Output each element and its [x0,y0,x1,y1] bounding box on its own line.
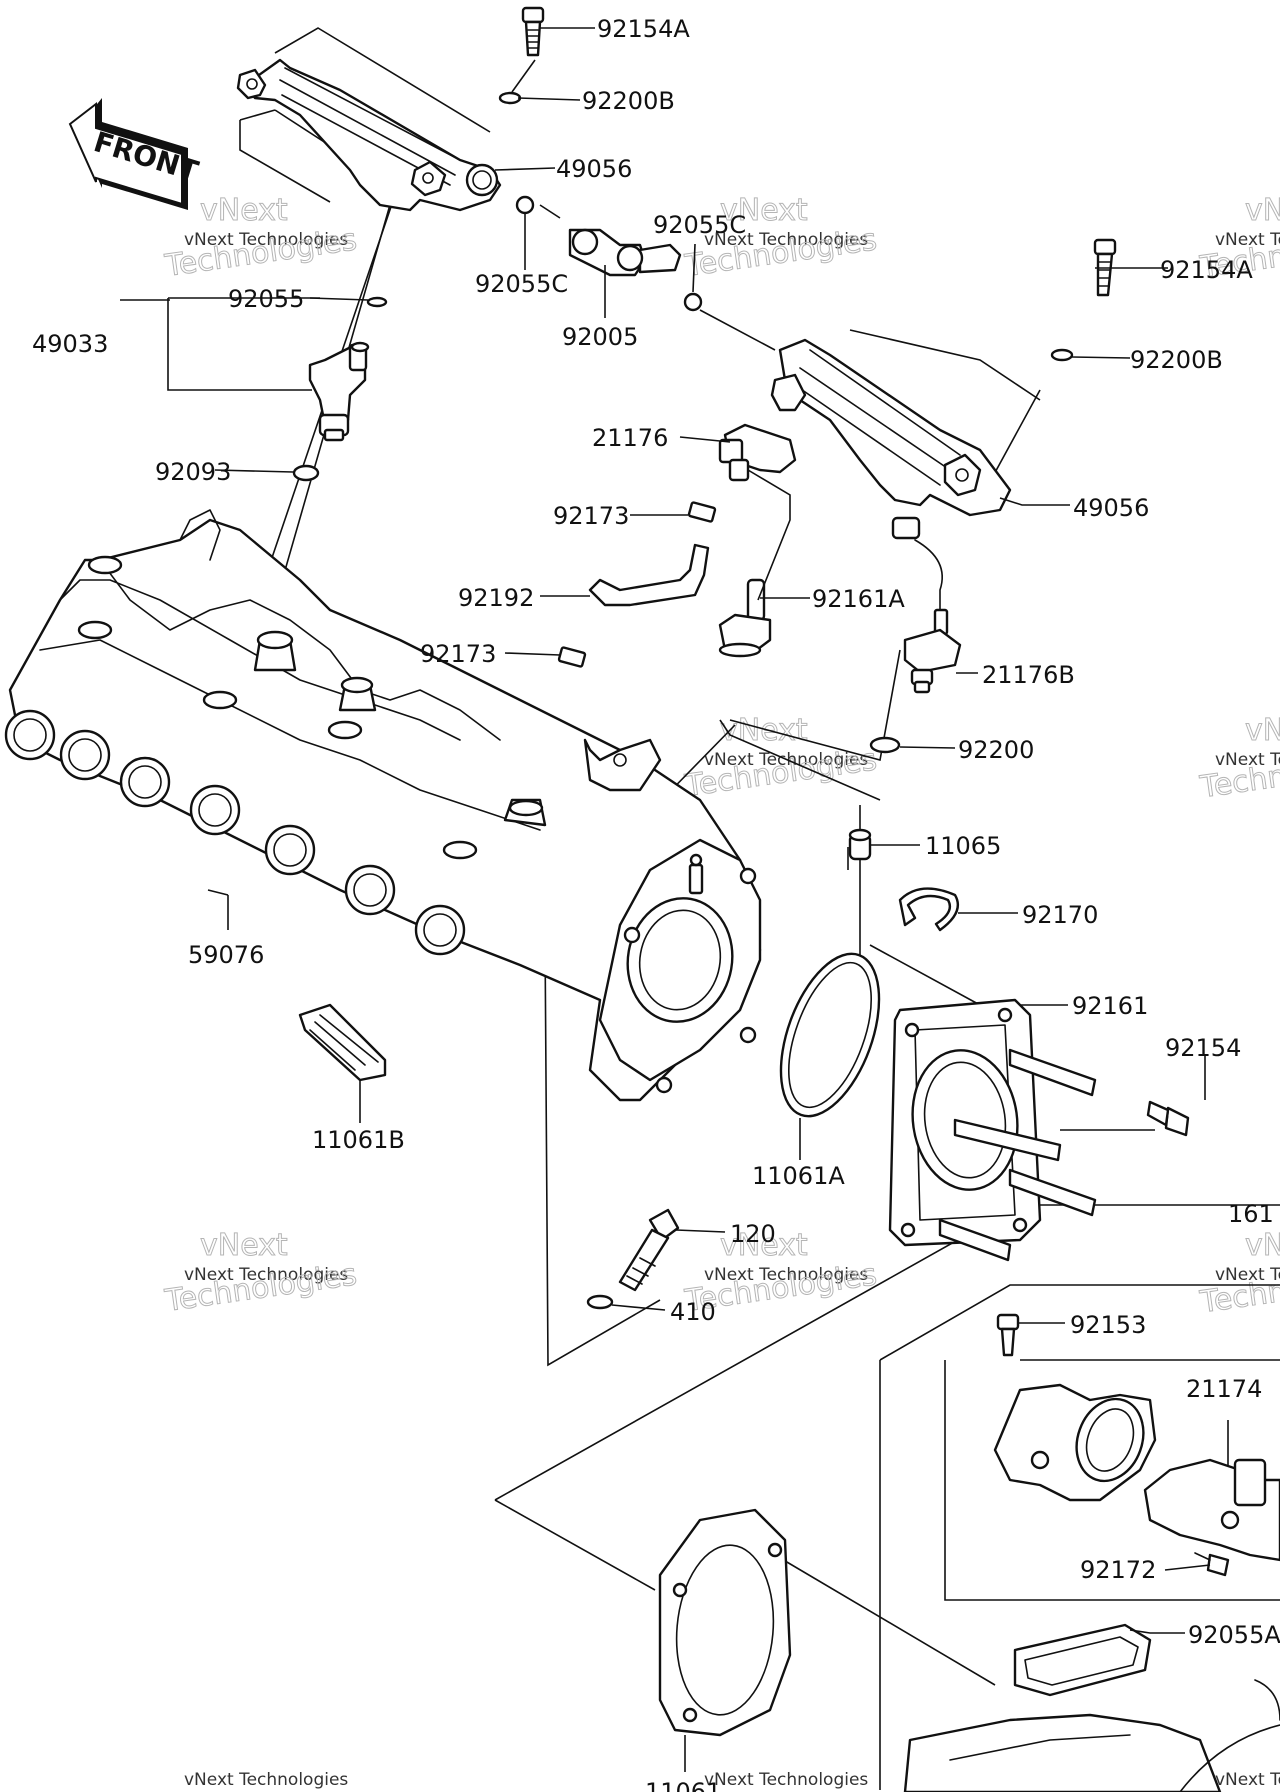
label-11061B: 11061B [312,1126,405,1154]
watermark-line1: vNext [200,1228,288,1263]
injector-49033 [308,341,370,442]
label-92161: 92161 [1072,992,1148,1020]
watermark-line1: vNext [1245,713,1280,748]
oring-11061A [779,952,881,1118]
intake-manifold [4,509,762,1102]
oring-92055 [366,296,388,308]
clamp-92173-b [557,646,587,668]
label-410: 410 [670,1298,716,1326]
front-arrow-icon: FRONT [68,98,202,210]
gasket-92055A [1013,1623,1152,1697]
sensor-21176B [891,516,962,694]
label-92055C-b: 92055C [475,270,568,298]
screw-92172 [1194,1552,1230,1577]
label-21174: 21174 [1186,1375,1262,1403]
spacer-92161 [888,998,1097,1262]
hose-92192 [588,543,710,607]
label-92093: 92093 [155,458,231,486]
bolt-92154 [1146,1100,1190,1137]
oring-bottom [1254,1679,1280,1721]
label-11065: 11065 [925,832,1001,860]
cap-11065 [848,828,872,861]
washer-92200B-top [498,91,522,105]
watermark-line1: vNext [1245,1228,1280,1263]
label-92200B-top: 92200B [582,87,675,115]
label-92154: 92154 [1165,1034,1241,1062]
pipe-92161A [718,578,772,658]
watermark-line2: vNext Technologies [704,1265,868,1285]
watermark-line2: vNext Technologies [1215,1770,1280,1790]
label-92172: 92172 [1080,1556,1156,1584]
part-labels: 92154A 92200B 49056 92055C 92055C 92005 … [32,15,1280,1792]
gasket-11061 [658,1508,792,1737]
label-161: 161 [1228,1200,1274,1228]
label-92154A-right: 92154A [1160,256,1253,284]
watermark-line1: vNext [1245,193,1280,228]
label-92153: 92153 [1070,1311,1146,1339]
leader-lines [120,27,1229,1772]
bolt-92154A-right [1093,238,1117,297]
oring-bottom-edge [1179,1724,1280,1792]
sensor-21176 [718,423,797,482]
label-92055A: 92055A [1188,1621,1280,1649]
label-92055C-a: 92055C [653,211,746,239]
watermark-line1: vNext [720,1228,808,1263]
watermark-line2: vNext Technologies [184,1770,348,1790]
label-49056-top: 49056 [556,155,632,183]
fuel-rail-lower [770,338,1012,517]
label-92005: 92005 [562,323,638,351]
label-11061A: 11061A [752,1162,845,1190]
label-49056-right: 49056 [1073,494,1149,522]
washer-410 [586,1294,614,1310]
oring-92055C-a [515,195,535,215]
label-11061: 11061 [645,1778,721,1792]
joint-92005 [568,228,682,277]
label-92161A: 92161A [812,585,905,613]
label-92200: 92200 [958,736,1034,764]
watermark-line1: vNext [720,193,808,228]
washer-92200B-right [1050,348,1074,362]
watermark-line2: vNext Technologies [1215,750,1280,770]
base-plate [903,1713,1222,1792]
bolt-92154A-top [521,6,545,57]
seal-92093 [292,464,320,482]
actuator-21174 [1143,1458,1280,1562]
label-59076: 59076 [188,941,264,969]
watermark-line2: vNext Technologies [1215,1265,1280,1285]
label-92173-a: 92173 [553,502,629,530]
label-92055: 92055 [228,285,304,313]
watermark-line2: vNext Technologies [704,1770,868,1790]
watermark-line2: vNext Technologies [704,230,868,250]
label-92192: 92192 [458,584,534,612]
bolt-92153 [996,1313,1020,1357]
label-21176: 21176 [592,424,668,452]
assembly-guide-lines [199,27,1280,1790]
label-120: 120 [730,1220,776,1248]
label-92170: 92170 [1022,901,1098,929]
fuel-rail-upper [236,58,502,212]
watermark-line1: vNext [200,193,288,228]
watermark-line2: vNext Technologies [184,230,348,250]
watermark-line2: vNext Technologies [1215,230,1280,250]
label-49033: 49033 [32,330,108,358]
gasket-11061B [298,1003,387,1082]
clamp-92170 [898,887,960,932]
washer-92200 [869,736,901,754]
bolt-120 [618,1208,680,1292]
watermark-line1: vNext [720,713,808,748]
oring-92055C-b [683,292,703,312]
valve-body [993,1383,1157,1502]
clamp-92173-a [687,501,717,523]
watermark-line2: vNext Technologies [184,1265,348,1285]
label-92154A-top: 92154A [597,15,690,43]
label-92173-b: 92173 [420,640,496,668]
label-92200B-right: 92200B [1130,346,1223,374]
label-21176B: 21176B [982,661,1075,689]
